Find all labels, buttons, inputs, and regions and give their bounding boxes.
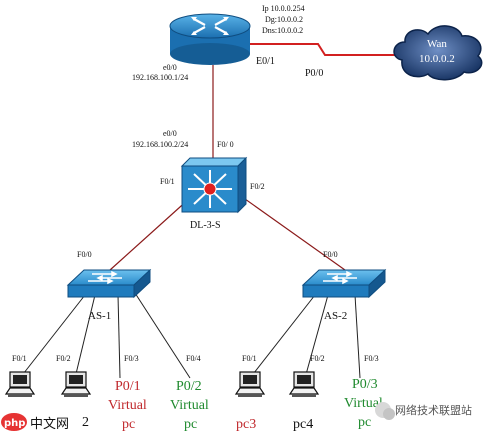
as2-port-f01: F0/1	[242, 354, 257, 363]
pc3-label: pc3	[236, 417, 256, 432]
as1-port-f03: F0/3	[124, 354, 139, 363]
pc2-label-fragment: 2	[82, 415, 89, 430]
router-ip-label: Ip 10.0.0.254	[262, 4, 305, 13]
serial-link-router-to-wan	[250, 43, 395, 56]
wan-ip: 10.0.0.2	[419, 53, 455, 65]
pc3-computer-icon[interactable]	[234, 371, 266, 397]
pc1-computer-icon[interactable]	[4, 371, 36, 397]
vpc2-port: P0/2	[176, 379, 202, 394]
router-port-e00: e0/0	[163, 63, 177, 72]
php-cn-watermark-text: 中文网	[30, 416, 69, 431]
router-dns-label: Dns:10.0.0.2	[262, 26, 303, 35]
as1-uplink-port: F0/0	[77, 250, 92, 259]
as2-switch-icon[interactable]	[301, 268, 387, 299]
link-as2-to-pc4	[304, 294, 329, 379]
pc4-label: pc4	[293, 417, 313, 432]
l3switch-port-f02: F0/2	[250, 182, 265, 191]
link-as1-to-pc2	[74, 294, 96, 379]
wechat-watermark-text: 网络技术联盟站	[395, 403, 472, 417]
as1-switch-icon[interactable]	[66, 268, 152, 299]
link-as1-to-vpc2	[134, 292, 191, 379]
link-l3switch-to-as1	[109, 197, 191, 271]
router-port-e01: E0/1	[256, 56, 275, 67]
router-ip-e00: 192.168.100.1/24	[132, 73, 188, 82]
as1-name: AS-1	[88, 310, 111, 322]
l3-switch-icon[interactable]	[180, 156, 248, 214]
pc2-computer-icon[interactable]	[60, 371, 92, 397]
php-watermark-text: php	[4, 418, 25, 429]
l3switch-name: DL-3-S	[190, 220, 221, 231]
l3switch-port-f00: F0/ 0	[217, 140, 234, 149]
vpc3-line1: Virtual	[344, 396, 383, 411]
as2-name: AS-2	[324, 310, 347, 322]
link-as2-to-pc3	[249, 294, 316, 379]
link-as1-to-pc1	[19, 294, 86, 379]
as2-port-f03: F0/3	[364, 354, 379, 363]
link-l3switch-to-as2	[237, 193, 346, 271]
vpc2-line1: Virtual	[170, 398, 209, 413]
as1-port-f01: F0/1	[12, 354, 27, 363]
l3switch-port-e00: e0/0	[163, 129, 177, 138]
wan-cloud-icon[interactable]	[393, 25, 483, 81]
php-watermark-logo: php	[1, 413, 27, 431]
router-gateway-label: Dg:10.0.0.2	[265, 15, 303, 24]
l3switch-port-f01: F0/1	[160, 177, 175, 186]
wechat-watermark-icon	[375, 402, 395, 420]
link-as1-to-vpc1	[117, 294, 121, 379]
vpc1-line2: pc	[122, 417, 135, 432]
as1-port-f02: F0/2	[56, 354, 71, 363]
wan-name: Wan	[427, 38, 447, 50]
link-as2-to-vpc3	[354, 294, 361, 379]
vpc1-line1: Virtual	[108, 398, 147, 413]
as1-port-f04: F0/4	[186, 354, 201, 363]
l3switch-ip-e00: 192.168.100.2/24	[132, 140, 188, 149]
links	[19, 43, 395, 379]
pc4-computer-icon[interactable]	[288, 371, 320, 397]
vpc2-line2: pc	[184, 417, 197, 432]
as2-uplink-port: F0/0	[323, 250, 338, 259]
router-icon[interactable]	[169, 13, 251, 65]
vpc1-port: P0/1	[115, 379, 141, 394]
vpc3-line2: pc	[358, 415, 371, 430]
vpc3-port: P0/3	[352, 377, 378, 392]
as2-port-f02: F0/2	[310, 354, 325, 363]
wan-port-label: P0/0	[305, 68, 323, 79]
